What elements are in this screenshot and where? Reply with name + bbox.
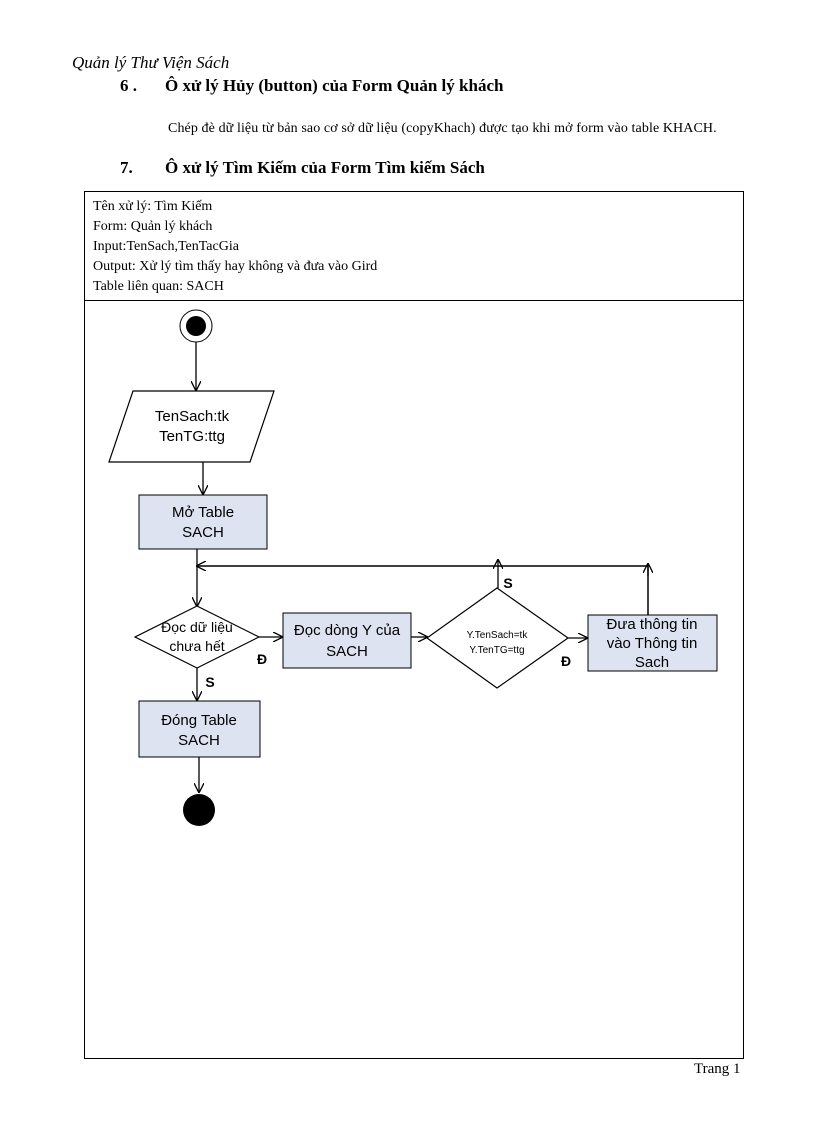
read-row-process bbox=[282, 612, 412, 669]
read-row-label-line2: SACH bbox=[326, 643, 368, 660]
input-label-line2: TenTG:ttg bbox=[159, 428, 225, 445]
open-table-label-line1: Mở Table bbox=[172, 504, 234, 521]
page-number: Trang 1 bbox=[694, 1061, 741, 1077]
spec-line-related-table: Table liên quan: SACH bbox=[93, 279, 224, 294]
spec-line-output: Output: Xử lý tìm thấy hay không và đưa … bbox=[93, 259, 378, 274]
section-7-number: 7. bbox=[120, 158, 133, 177]
decision-match-criteria bbox=[425, 587, 570, 689]
process-spec-info: Tên xử lý: Tìm Kiếm Form: Quản lý khách … bbox=[84, 191, 744, 301]
decision1-label-line1: Đọc dữ liệu bbox=[161, 619, 233, 635]
process-spec-box bbox=[84, 191, 744, 1059]
decision2-label-line2: Y.TenTG=ttg bbox=[469, 645, 524, 656]
output-label-line2: vào Thông tin bbox=[607, 635, 698, 652]
section-7-title: Ô xử lý Tìm Kiếm của Form Tìm kiếm Sách bbox=[165, 158, 485, 177]
read-row-label-line1: Đọc dòng Y của bbox=[294, 622, 401, 639]
decision2-yes-label: Đ bbox=[561, 653, 571, 669]
spec-line-form: Form: Quản lý khách bbox=[93, 219, 213, 234]
section-6-title: Ô xử lý Hủy (button) của Form Quản lý kh… bbox=[165, 76, 504, 95]
decision1-no-label: S bbox=[205, 674, 214, 690]
close-table-label-line2: SACH bbox=[178, 732, 220, 749]
open-table-process bbox=[138, 494, 268, 550]
section-6-number: 6 . bbox=[120, 76, 137, 95]
open-table-label-line2: SACH bbox=[182, 524, 224, 541]
edge-loop-back bbox=[197, 566, 649, 615]
start-node bbox=[186, 316, 206, 336]
end-node bbox=[183, 794, 215, 826]
output-label-line1: Đưa thông tin bbox=[607, 616, 698, 633]
input-parallelogram bbox=[108, 390, 275, 463]
spec-line-process-name: Tên xử lý: Tìm Kiếm bbox=[93, 199, 213, 214]
decision1-label-line2: chưa hết bbox=[169, 638, 224, 654]
decision2-label-line1: Y.TenSach=tk bbox=[467, 630, 529, 641]
input-label-line1: TenSach:tk bbox=[155, 408, 230, 425]
close-table-label-line1: Đóng Table bbox=[161, 712, 237, 729]
output-info-process bbox=[587, 614, 718, 672]
spec-line-input: Input:TenSach,TenTacGia bbox=[93, 239, 239, 254]
document-header-title: Quản lý Thư Viện Sách bbox=[72, 53, 230, 72]
section-6-body: Chép đè dữ liệu từ bản sao cơ sở dữ liệu… bbox=[168, 121, 717, 136]
decision1-yes-label: Đ bbox=[257, 651, 267, 667]
decision-data-remaining bbox=[133, 605, 261, 669]
decision2-no-label: S bbox=[503, 575, 512, 591]
close-table-process bbox=[138, 700, 261, 758]
output-label-line3: Sach bbox=[635, 654, 669, 671]
